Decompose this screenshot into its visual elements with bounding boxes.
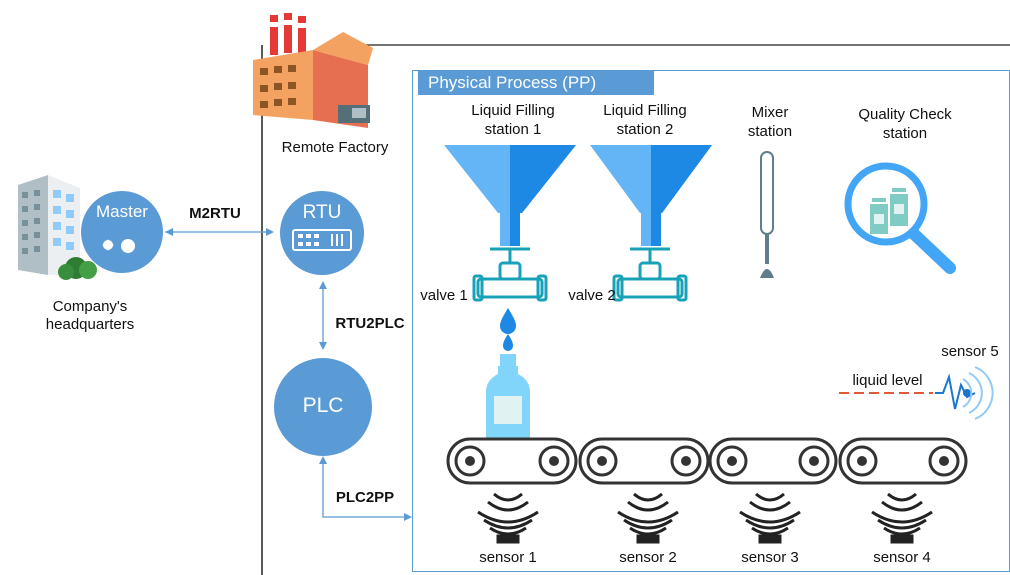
sensor-5-label: sensor 5 <box>941 343 999 360</box>
master-label: Master <box>96 202 148 221</box>
conveyor-4-icon <box>838 437 968 485</box>
master-node-icon <box>81 191 163 273</box>
filling-stations-art <box>444 145 712 302</box>
m2rtu-label: M2RTU <box>189 205 241 222</box>
station-3-label-line2: station <box>747 123 793 140</box>
headquarters-label-line2: headquarters <box>45 316 135 333</box>
sensor-3-label: sensor 3 <box>741 549 799 566</box>
conveyor-1-icon <box>446 437 578 485</box>
station-1-label-line2: station 1 <box>484 121 542 138</box>
mixer-icon <box>760 151 774 278</box>
plc-node-icon <box>274 358 372 456</box>
sensor-1-label: sensor 1 <box>479 549 537 566</box>
quality-check-magnifier-icon <box>844 162 956 274</box>
conveyor-3-icon <box>708 437 838 485</box>
funnel-1-icon <box>444 145 576 246</box>
factory-icon <box>253 13 373 128</box>
station-2-label-line2: station 2 <box>616 121 674 138</box>
rtu-node-icon <box>280 191 364 275</box>
valve-2-label: valve 2 <box>568 287 616 304</box>
station-4-label-line2: station <box>882 125 928 142</box>
bottom-sensors <box>477 492 933 544</box>
station-1-label-line1: Liquid Filling <box>471 102 555 119</box>
physical-process-title: Physical Process (PP) <box>418 70 654 95</box>
sensor-2-icon <box>617 492 679 544</box>
conveyors <box>446 437 968 485</box>
bottle-and-droplets-icon <box>486 308 530 438</box>
station-3-label-line1: Mixer <box>751 104 789 121</box>
factory-label: Remote Factory <box>281 139 389 156</box>
conveyor-2-icon <box>578 437 710 485</box>
sensor-1-icon <box>477 492 539 544</box>
sensor-3-icon <box>739 492 801 544</box>
sensor-5-icon <box>839 366 994 420</box>
liquid-level-label: liquid level <box>852 372 923 389</box>
headquarters-building-icon <box>18 175 97 280</box>
valve-1-label: valve 1 <box>420 287 468 304</box>
sensor-4-icon <box>871 492 933 544</box>
plc2pp-label: PLC2PP <box>335 489 395 506</box>
valve-1-icon <box>472 247 548 302</box>
sensor-4-label: sensor 4 <box>873 549 931 566</box>
headquarters-label-line1: Company's <box>52 298 128 315</box>
funnel-2-icon <box>590 145 712 246</box>
rtu-label: RTU <box>302 202 342 223</box>
station-2-label-line1: Liquid Filling <box>603 102 687 119</box>
station-4-label-line1: Quality Check <box>858 106 952 123</box>
valve-2-icon <box>612 247 688 302</box>
sensor-2-label: sensor 2 <box>619 549 677 566</box>
rtu2plc-label: RTU2PLC <box>335 315 405 332</box>
plc-label: PLC <box>302 394 344 417</box>
